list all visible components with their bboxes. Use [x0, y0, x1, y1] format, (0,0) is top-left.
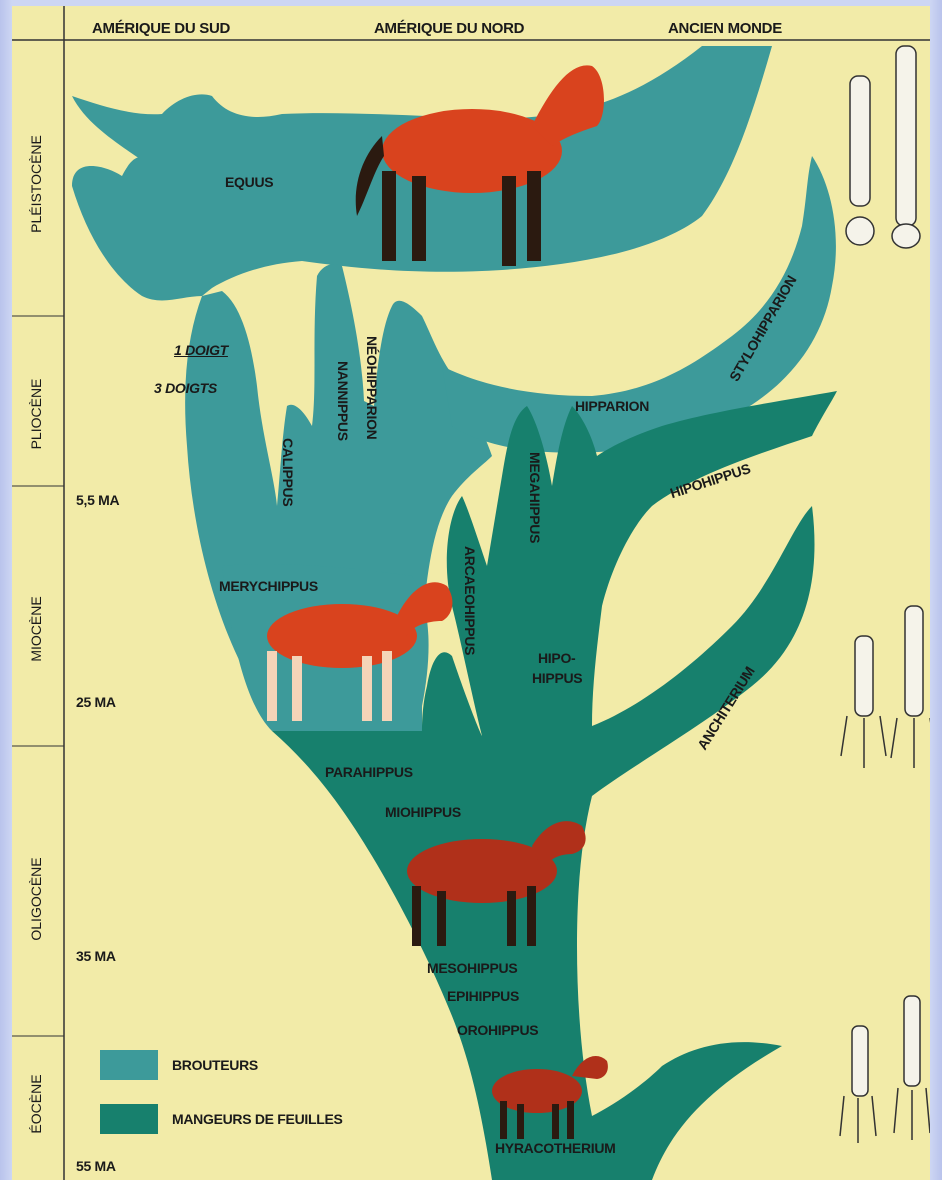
evolution-diagram: AMÉRIQUE DU SUD AMÉRIQUE DU NORD ANCIEN … — [12, 6, 930, 1180]
label-hipparion: HIPPARION — [575, 398, 649, 414]
legend-label-mangeurs: MANGEURS DE FEUILLES — [172, 1111, 343, 1127]
label-parahippus: PARAHIPPUS — [325, 764, 413, 780]
age-35-ma: 35 MA — [76, 948, 116, 964]
note-one-toe: 1 DOIGT — [174, 342, 228, 358]
label-miohippus: MIOHIPPUS — [385, 804, 461, 820]
age-25-ma: 25 MA — [76, 694, 116, 710]
age-55-ma: 55 MA — [76, 1158, 116, 1174]
label-nannippus: NANNIPPUS — [335, 361, 351, 441]
label-equus: EQUUS — [225, 174, 273, 190]
three-toe-foot-bones — [841, 606, 930, 768]
epoch-pleistocene: PLÉISTOCÈNE — [28, 124, 44, 244]
label-mesohippus: MESOHIPPUS — [427, 960, 517, 976]
header-north-america: AMÉRIQUE DU NORD — [374, 20, 524, 37]
header-south-america: AMÉRIQUE DU SUD — [92, 20, 230, 37]
age-5-5-ma: 5,5 MA — [76, 492, 119, 508]
label-hipohippus-line2: HIPPUS — [532, 670, 582, 686]
legend-label-brouteurs: BROUTEURS — [172, 1057, 258, 1073]
legend-swatch-mangeurs — [100, 1104, 158, 1134]
one-toe-foot-bones — [846, 46, 920, 248]
label-merychippus: MERYCHIPPUS — [219, 578, 318, 594]
header-old-world: ANCIEN MONDE — [668, 20, 782, 37]
note-three-toes: 3 DOIGTS — [154, 380, 217, 396]
label-neohipparion: NÉOHIPPARION — [364, 336, 380, 440]
epoch-miocene: MIOCÈNE — [28, 569, 44, 689]
label-hipohippus-line1: HIPO- — [538, 650, 575, 666]
epoch-pliocene: PLIOCÈNE — [28, 354, 44, 474]
legend-swatch-brouteurs — [100, 1050, 158, 1080]
epoch-oligocene: OLIGOCÈNE — [28, 839, 44, 959]
four-toe-foot-bones — [840, 996, 930, 1143]
epoch-eocene: ÉOCÈNE — [28, 1044, 44, 1164]
label-epihippus: EPIHIPPUS — [447, 988, 519, 1004]
label-calippus: CALIPPUS — [280, 438, 296, 506]
label-orohippus: OROHIPPUS — [457, 1022, 538, 1038]
label-hyracotherium: HYRACOTHERIUM — [495, 1140, 616, 1156]
label-arcaeohippus: ARCAEOHIPPUS — [462, 546, 478, 655]
label-megahippus: MEGAHIPPUS — [527, 452, 543, 543]
